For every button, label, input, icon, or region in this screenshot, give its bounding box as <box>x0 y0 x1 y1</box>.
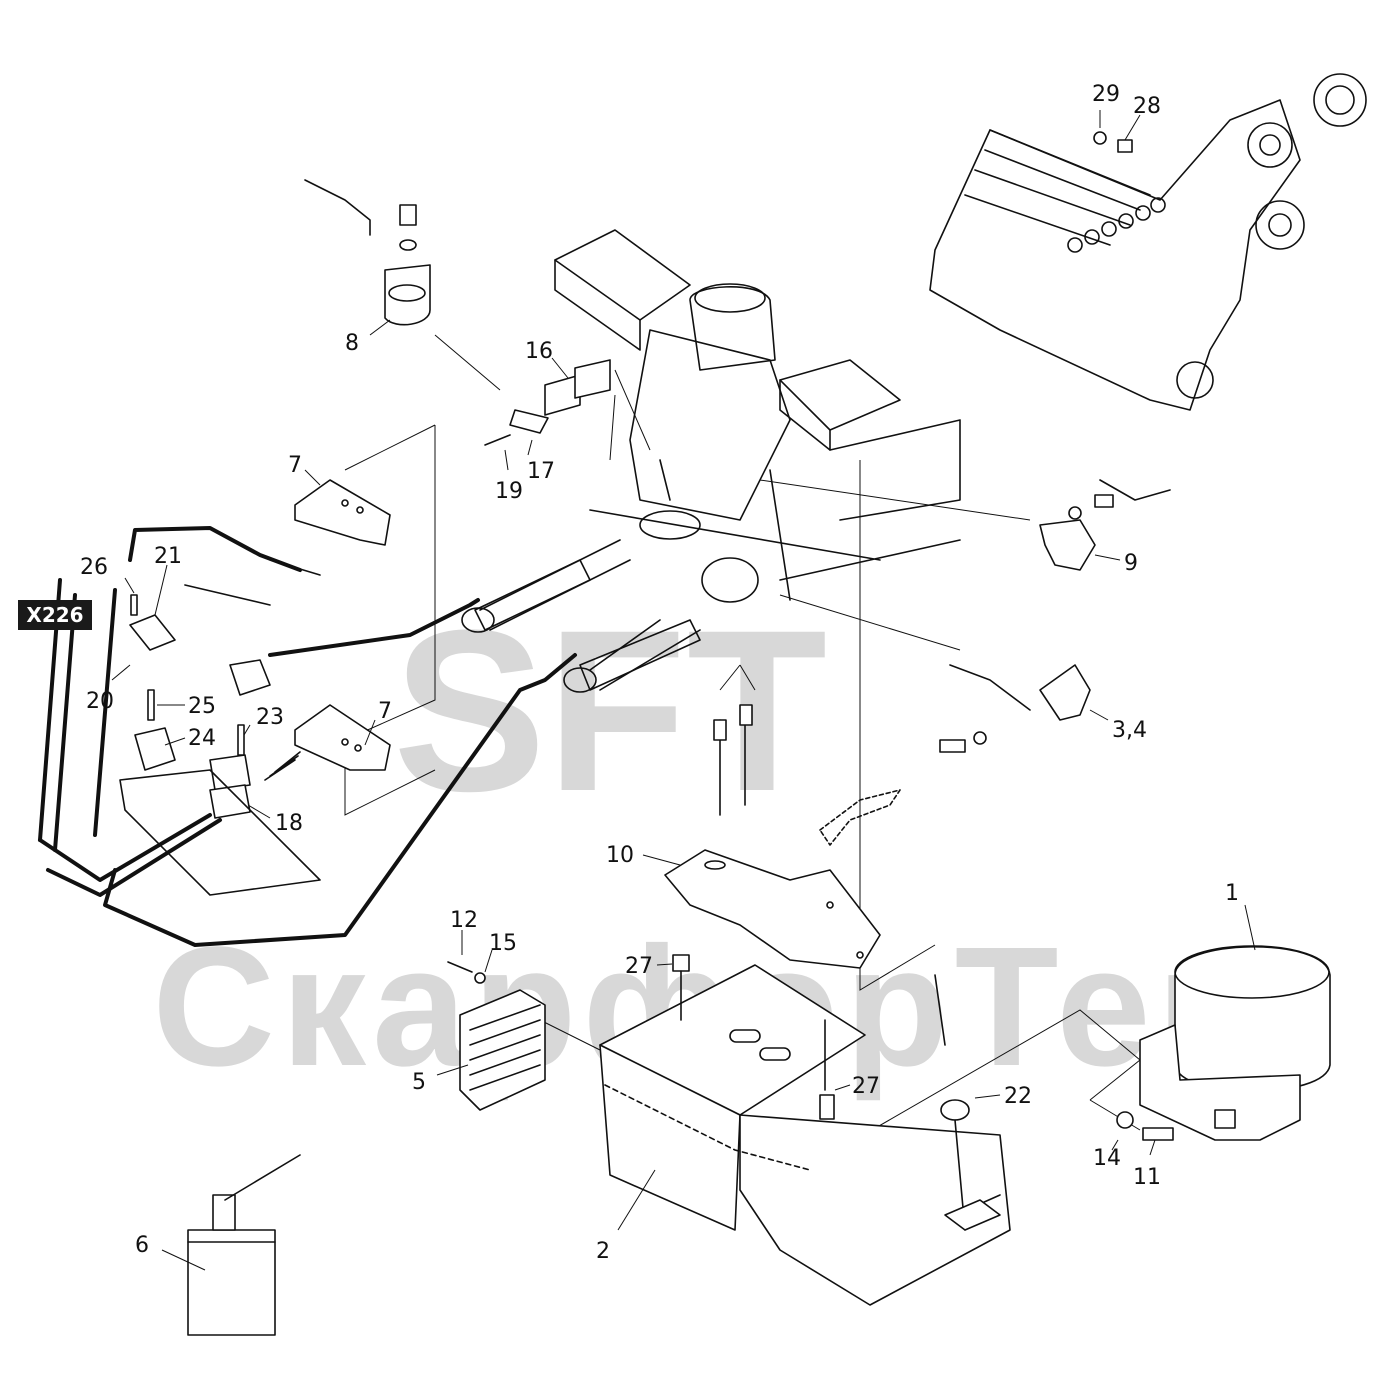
callout-20: 20 <box>86 689 114 714</box>
callout-12: 12 <box>450 908 478 933</box>
clamp-assembly-left <box>119 584 321 896</box>
part-7-upper-bracket <box>269 479 391 576</box>
part-16-17-blocks <box>484 359 611 446</box>
callout-10: 10 <box>606 843 634 868</box>
callout-27-upper: 27 <box>625 954 653 979</box>
connector-tag-x226: X226 <box>18 600 92 630</box>
callout-28: 28 <box>1133 94 1161 119</box>
callout-9: 9 <box>1124 551 1138 576</box>
swing-frame-assembly <box>479 229 961 691</box>
callout-14: 14 <box>1093 1146 1121 1171</box>
callout-25: 25 <box>188 694 216 719</box>
callout-5: 5 <box>412 1070 426 1095</box>
grease-nipples-center <box>713 704 753 816</box>
callout-1: 1 <box>1225 881 1239 906</box>
washer-icon <box>1093 131 1107 145</box>
callout-29: 29 <box>1092 82 1120 107</box>
part-11-14-fasteners <box>1116 1111 1174 1141</box>
leader-lines <box>344 334 1141 1161</box>
shim-plate <box>819 789 901 846</box>
part-8-bracket <box>304 179 431 326</box>
part-22-ring <box>940 1099 1001 1231</box>
callout-22: 22 <box>1004 1084 1032 1109</box>
boom-inset <box>929 73 1367 411</box>
callout-15: 15 <box>489 931 517 956</box>
callout-26: 26 <box>80 555 108 580</box>
callout-3-4: 3,4 <box>1112 718 1147 743</box>
grease-lines <box>38 526 577 947</box>
callout-21: 21 <box>154 544 182 569</box>
part-2-cover <box>599 964 1011 1306</box>
part-27-bolts <box>672 954 946 1120</box>
connector-tag-bg <box>18 600 92 630</box>
cylinders <box>461 559 701 693</box>
callout-23: 23 <box>256 705 284 730</box>
callout-17: 17 <box>527 459 555 484</box>
callout-7-lower: 7 <box>378 699 392 724</box>
callout-27-lower: 27 <box>852 1074 880 1099</box>
callout-24: 24 <box>188 726 216 751</box>
part-9-bracket <box>1039 479 1171 571</box>
part-6-grease-gun <box>187 1154 301 1336</box>
callout-8: 8 <box>345 331 359 356</box>
part-1-pump <box>1139 945 1331 1141</box>
nut-icon <box>1117 139 1133 153</box>
hose-fittings-row <box>1067 197 1166 253</box>
part-3-4-fitting <box>939 664 1091 753</box>
callout-7-upper: 7 <box>288 453 302 478</box>
spring-coil <box>264 751 301 781</box>
part-5-terminal-block <box>447 961 546 1111</box>
callout-19: 19 <box>495 479 523 504</box>
bolt-icon <box>399 204 417 226</box>
callout-16: 16 <box>525 339 553 364</box>
callout-6: 6 <box>135 1233 149 1258</box>
watermark-top-text: SFT <box>393 582 827 839</box>
callout-2: 2 <box>596 1239 610 1264</box>
part-10-plate <box>664 849 881 969</box>
callout-18: 18 <box>275 811 303 836</box>
callout-11: 11 <box>1133 1165 1161 1190</box>
callouts: 1 2 3,4 5 6 7 7 8 9 10 11 12 14 15 16 17 <box>80 82 1256 1271</box>
part-7-lower-bracket <box>294 704 391 771</box>
connector-tag-text: X226 <box>26 603 83 627</box>
